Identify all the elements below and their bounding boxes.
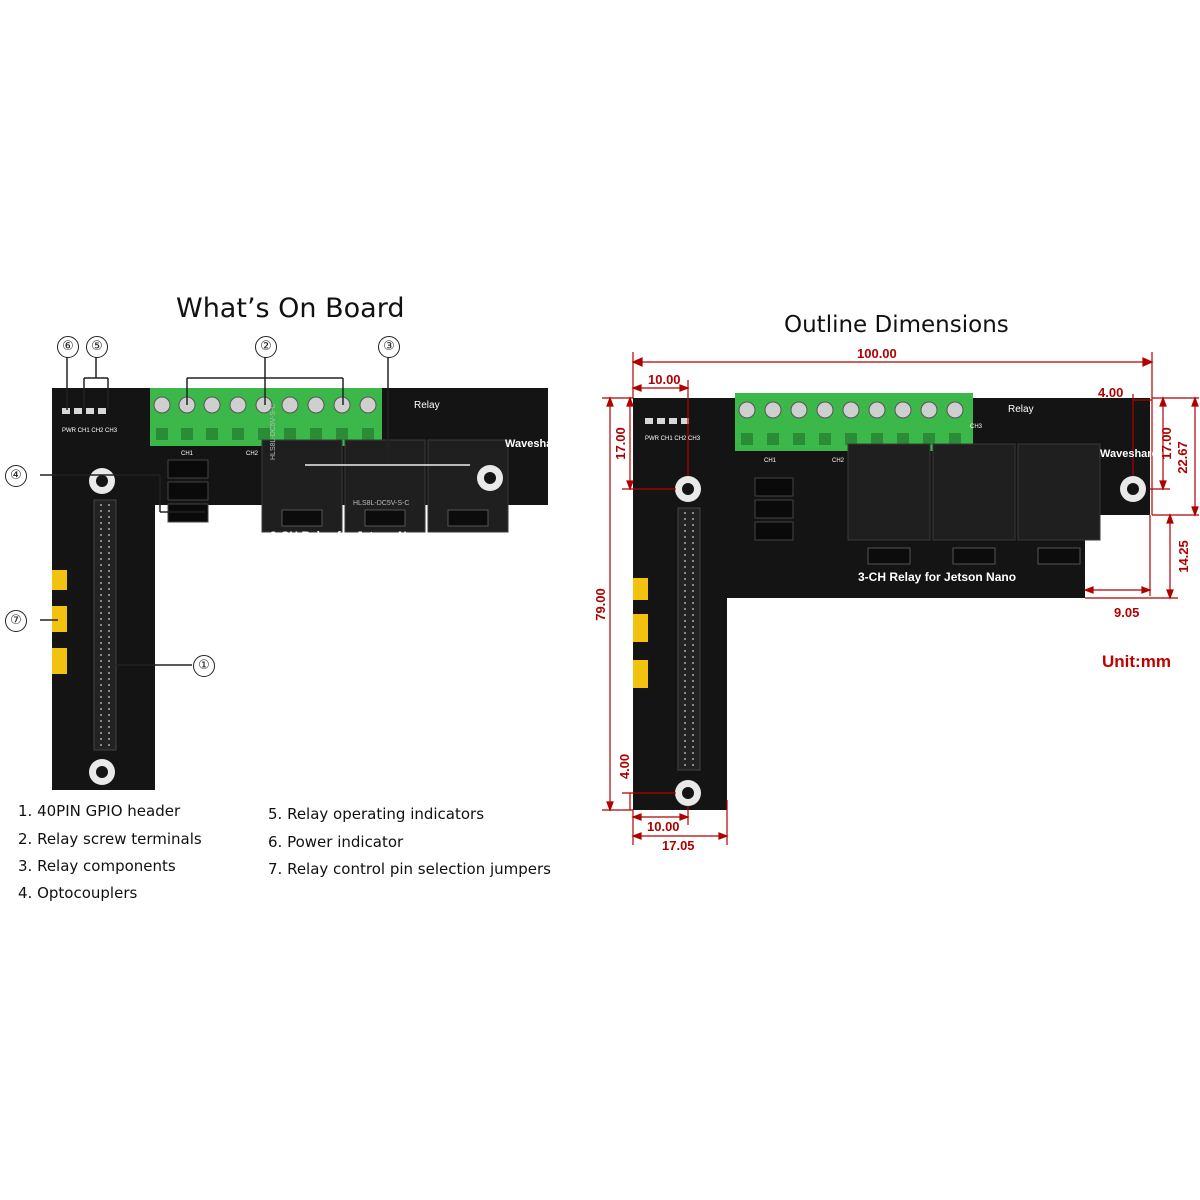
dim-top-height: 17.00 [612,427,628,460]
optocouplers [167,459,209,523]
left-relay-label: Relay [414,400,440,411]
callout-3: ③ [378,336,400,358]
legend-item-7: 7. Relay control pin selection jumpers [268,860,551,878]
ch2-label-left: CH2 [246,451,259,457]
dim-right-bottom-offset: 9.05 [1114,605,1140,620]
led-labels-right: PWR CH1 CH2 CH3 [645,436,701,442]
legend-item-6: 6. Power indicator [268,833,404,851]
control-jumpers [52,570,67,674]
callout-6: ⑥ [57,336,79,358]
dim-right-top-height: 17.00 [1158,427,1174,460]
legend-item-5: 5. Relay operating indicators [268,805,485,823]
legend-item-1: 1. 40PIN GPIO header [18,802,181,820]
dim-left-offset: 10.00 [648,372,681,387]
legend-item-2: 2. Relay screw terminals [18,830,202,848]
callout-5: ⑤ [86,336,108,358]
right-board [633,393,1150,810]
callout-2: ② [255,336,277,358]
ch3-label-right: CH3 [970,424,983,430]
relay-part-1: HLS8L-DC5V-S-C [270,403,277,460]
dim-bottom-hole: 4.00 [617,753,633,780]
callout-1: ① [193,655,215,677]
dimension-lines [602,352,1199,845]
left-board [52,388,548,790]
ch1-label-left: CH1 [181,451,194,457]
left-title: What’s On Board [176,293,405,324]
dim-right-offset: 4.00 [1098,385,1124,400]
ch2-label-right: CH2 [832,458,845,464]
right-relay-label: Relay [1008,404,1034,415]
left-brand-label: Waveshare [505,438,563,450]
legend-item-4: 4. Optocouplers [18,884,138,902]
callout-lines [40,356,470,666]
left-board-name: 3-CH Relay for Jetson Nano [270,529,429,543]
callout-4: ④ [5,465,27,487]
legend-item-3: 3. Relay components [18,857,176,875]
led-labels-left: PWR CH1 CH2 CH3 [62,428,118,434]
right-brand-label: Waveshare [1100,448,1158,460]
dim-total-height: 79.00 [592,588,608,621]
dim-right-total: 22.67 [1174,441,1190,474]
gpio-header [93,499,117,751]
callout-7: ⑦ [5,610,27,632]
dim-right-lower: 14.25 [1175,540,1191,573]
relay-components [261,439,509,533]
unit-label: Unit:mm [1102,652,1171,671]
dim-bottom-hole-x: 10.00 [647,819,680,834]
dim-bottom-width: 17.05 [662,838,695,853]
right-board-name: 3-CH Relay for Jetson Nano [858,570,1017,584]
relay-part-2: HLS8L-DC5V-S-C [353,500,410,507]
dim-total-width: 100.00 [857,346,897,361]
ch1-label-right: CH1 [764,458,777,464]
right-title: Outline Dimensions [784,312,1009,338]
